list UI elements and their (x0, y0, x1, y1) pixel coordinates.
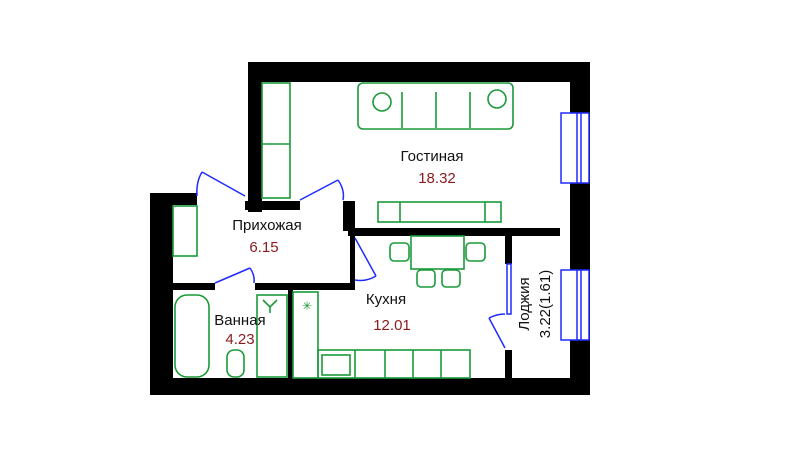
room-name-kitchen: Кухня (366, 291, 406, 308)
room-area-hall: 6.15 (249, 239, 278, 256)
room-area-living: 18.32 (418, 170, 456, 187)
dining-table (410, 235, 465, 270)
windows (506, 112, 590, 341)
tv-unit (377, 201, 502, 223)
sofa (357, 82, 514, 130)
wardrobe (261, 82, 291, 199)
furniture: ✳ (172, 82, 514, 379)
room-name-hall: Прихожая (232, 217, 302, 234)
sink (256, 294, 288, 378)
room-name-living: Гостиная (401, 148, 464, 165)
room-name-loggia: Лоджия (516, 277, 533, 330)
toilet (226, 349, 245, 378)
kitchen-counter (292, 291, 319, 379)
bathtub (174, 294, 210, 378)
room-area-bath: 4.23 (225, 331, 254, 348)
room-name-bath: Ванная (214, 312, 265, 329)
doors (196, 171, 506, 349)
room-area-loggia: 3.22(1.61) (537, 270, 554, 338)
svg-text:✳: ✳ (302, 299, 312, 313)
walls (150, 62, 590, 395)
room-area-kitchen: 12.01 (373, 317, 411, 334)
hall-wardrobe (172, 205, 198, 257)
